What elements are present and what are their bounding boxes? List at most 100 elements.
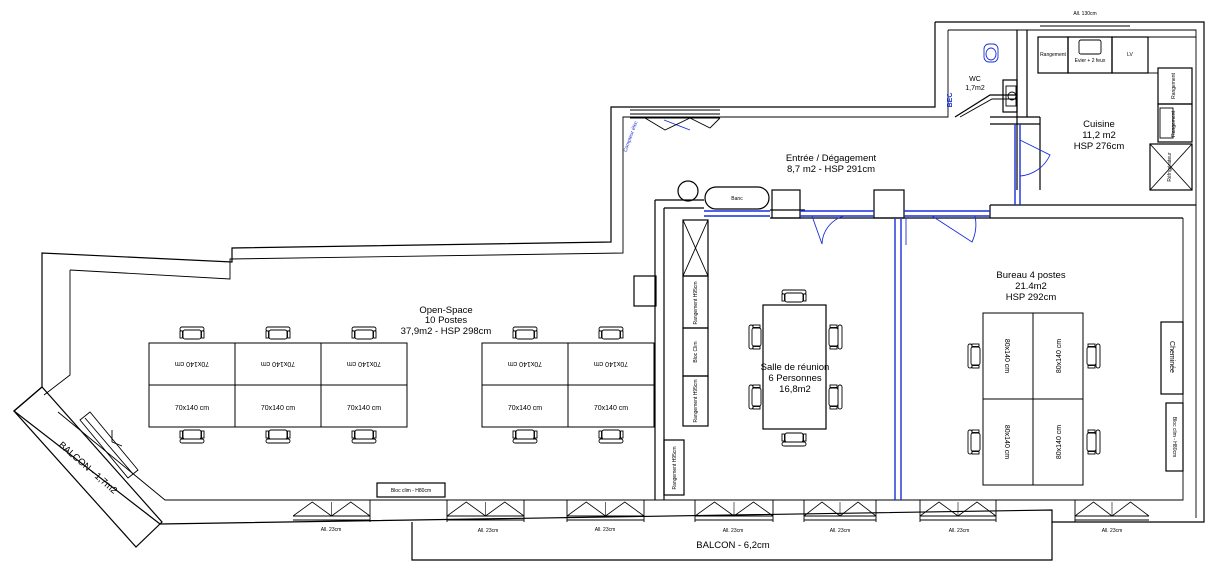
wc-room: BEC	[947, 43, 1018, 113]
bottom-windows	[292, 500, 1150, 522]
window-top-entree	[630, 109, 721, 131]
entree-name: Entrée / Dégagement	[786, 153, 877, 164]
desk-size-label: 80x140 cm	[1003, 425, 1010, 459]
allege-label: All. 23cm	[1102, 528, 1123, 534]
chair-icon	[598, 326, 624, 340]
desk: 70x140 cm	[567, 384, 655, 428]
desk: 70x140 cm	[320, 342, 408, 386]
bloc-clim-bottom-label: Bloc clim - H80cm	[391, 488, 431, 494]
allege-label: All. 23cm	[723, 528, 744, 534]
cuisine-line2: 11,2 m2	[1082, 130, 1116, 141]
chair-icon	[967, 343, 981, 369]
cheminee-label: Cheminée	[1168, 341, 1175, 373]
desk-size-label: 70x140 cm	[261, 360, 295, 367]
bloc-clim-short-label: Bloc Clim	[693, 341, 699, 362]
chair-icon	[748, 384, 762, 410]
rangement-kitchen-1: Rangement	[1040, 52, 1066, 58]
windows	[292, 21, 1150, 522]
rangement-label-1: Rangement H95cm	[693, 281, 699, 324]
allege-top-label: All. 130cm	[1073, 11, 1096, 17]
desk: 70x140 cm	[234, 342, 322, 386]
desk-size-label: 80x140 cm	[1056, 339, 1063, 373]
chair-icon	[781, 432, 807, 447]
desk: 80x140 cm	[1032, 312, 1084, 400]
window	[446, 501, 525, 521]
refrigerateur-label: Réfrigérateur	[1167, 152, 1173, 182]
desk: 80x140 cm	[982, 398, 1034, 486]
rangement-kitchen-2: Rangement	[1171, 72, 1177, 98]
desk: 80x140 cm	[1032, 398, 1084, 486]
chair-icon	[351, 326, 377, 340]
entree-furniture: Banc Compteur élec	[623, 120, 770, 210]
window	[292, 501, 371, 521]
salle-reunion-name: Salle de réunion	[761, 362, 830, 373]
open-space-line2: 10 Postes	[425, 315, 467, 326]
desk-size-label: 80x140 cm	[1003, 339, 1010, 373]
entree-line2: 8,7 m2 - HSP 291cm	[787, 164, 875, 175]
desk-size-label: 70x140 cm	[175, 405, 209, 412]
chair-icon	[179, 326, 205, 340]
cuisine-name: Cuisine	[1083, 119, 1115, 130]
room-labels: Open-Space 10 Postes 37,9m2 - HSP 298cm …	[401, 11, 1125, 551]
chair-icon	[598, 429, 624, 444]
allege-labels: All. 23cm All. 23cm All. 23cm All. 23cm All.…	[321, 527, 1123, 534]
chair-icon	[828, 384, 843, 410]
chair-icon	[265, 429, 291, 444]
desk-size-label: 70x140 cm	[175, 360, 209, 367]
balcon-main-label: BALCON - 6,2cm	[696, 540, 769, 551]
meeting-room-furniture	[748, 289, 843, 447]
evier-label: Evier + 2 feux	[1075, 58, 1106, 64]
chair-icon	[265, 326, 291, 340]
wc-line2: 1,7m2	[965, 85, 985, 92]
desk: 70x140 cm	[481, 342, 569, 386]
chair-icon	[967, 429, 981, 455]
allege-label: All. 23cm	[949, 528, 970, 534]
chair-icon	[781, 289, 807, 303]
desk-size-label: 70x140 cm	[347, 360, 381, 367]
cuisine-line3: HSP 276cm	[1074, 141, 1125, 152]
desk-size-label: 80x140 cm	[1056, 425, 1063, 459]
desk-size-label: 70x140 cm	[594, 360, 628, 367]
rangement-label-3: Rangement H95cm	[672, 446, 678, 489]
wc-name: WC	[969, 76, 981, 83]
allege-label: All. 23cm	[595, 527, 616, 533]
window	[919, 501, 997, 521]
chair-icon	[512, 326, 538, 340]
desk: 70x140 cm	[320, 384, 408, 428]
allege-label: All. 23cm	[321, 527, 342, 533]
balcony-small: BALCON - 1,7m2	[13, 386, 163, 548]
open-space-name: Open-Space	[419, 305, 472, 316]
lave-linge-label: LV	[1127, 52, 1133, 58]
desk: 70x140 cm	[234, 384, 322, 428]
chair-icon	[1086, 343, 1101, 369]
allege-label: All. 23cm	[830, 528, 851, 534]
bureau-furniture: 80x140 cm 80x140 cm 80x140 cm 80x140 cm	[967, 312, 1101, 486]
bureau-name: Bureau 4 postes	[996, 270, 1065, 281]
chair-icon	[828, 324, 843, 350]
window	[694, 501, 774, 521]
chair-icon	[351, 429, 377, 444]
banc-label: Banc	[731, 196, 743, 202]
rangement-kitchen-3: Rangement	[1171, 110, 1177, 136]
desk-size-label: 70x140 cm	[508, 360, 542, 367]
storage-units: Rangement H95cm Bloc Clim Rangement H95c…	[376, 219, 709, 498]
desk-size-label: 70x140 cm	[508, 405, 542, 412]
kitchen-furniture: Rangement Evier + 2 feux LV Rangement Ra…	[1037, 36, 1196, 191]
desk-size-label: 70x140 cm	[347, 405, 381, 412]
chair-icon	[512, 429, 538, 444]
bureau-side-furniture: Cheminée Bloc clim - H80cm	[1160, 321, 1184, 472]
toilet-icon	[983, 43, 999, 63]
chair-icon	[1086, 429, 1101, 455]
salle-reunion-line2: 6 Personnes	[768, 373, 822, 384]
bureau-line3: HSP 292cm	[1006, 292, 1057, 303]
desk: 70x140 cm	[567, 342, 655, 386]
window	[1074, 501, 1150, 521]
salle-reunion-line3: 16,8m2	[779, 384, 811, 395]
glass-partitions	[663, 119, 1051, 500]
open-space-desks: 70x140 cm 70x140 cm 70x140 cm 70x140 cm 70x1…	[148, 326, 655, 444]
allege-label: All. 23cm	[478, 528, 499, 534]
bec-label: BEC	[947, 93, 954, 108]
desk: 80x140 cm	[982, 312, 1034, 400]
bloc-clim-vert-label: Bloc clim - H80cm	[1171, 417, 1177, 457]
chair-icon	[748, 324, 762, 350]
